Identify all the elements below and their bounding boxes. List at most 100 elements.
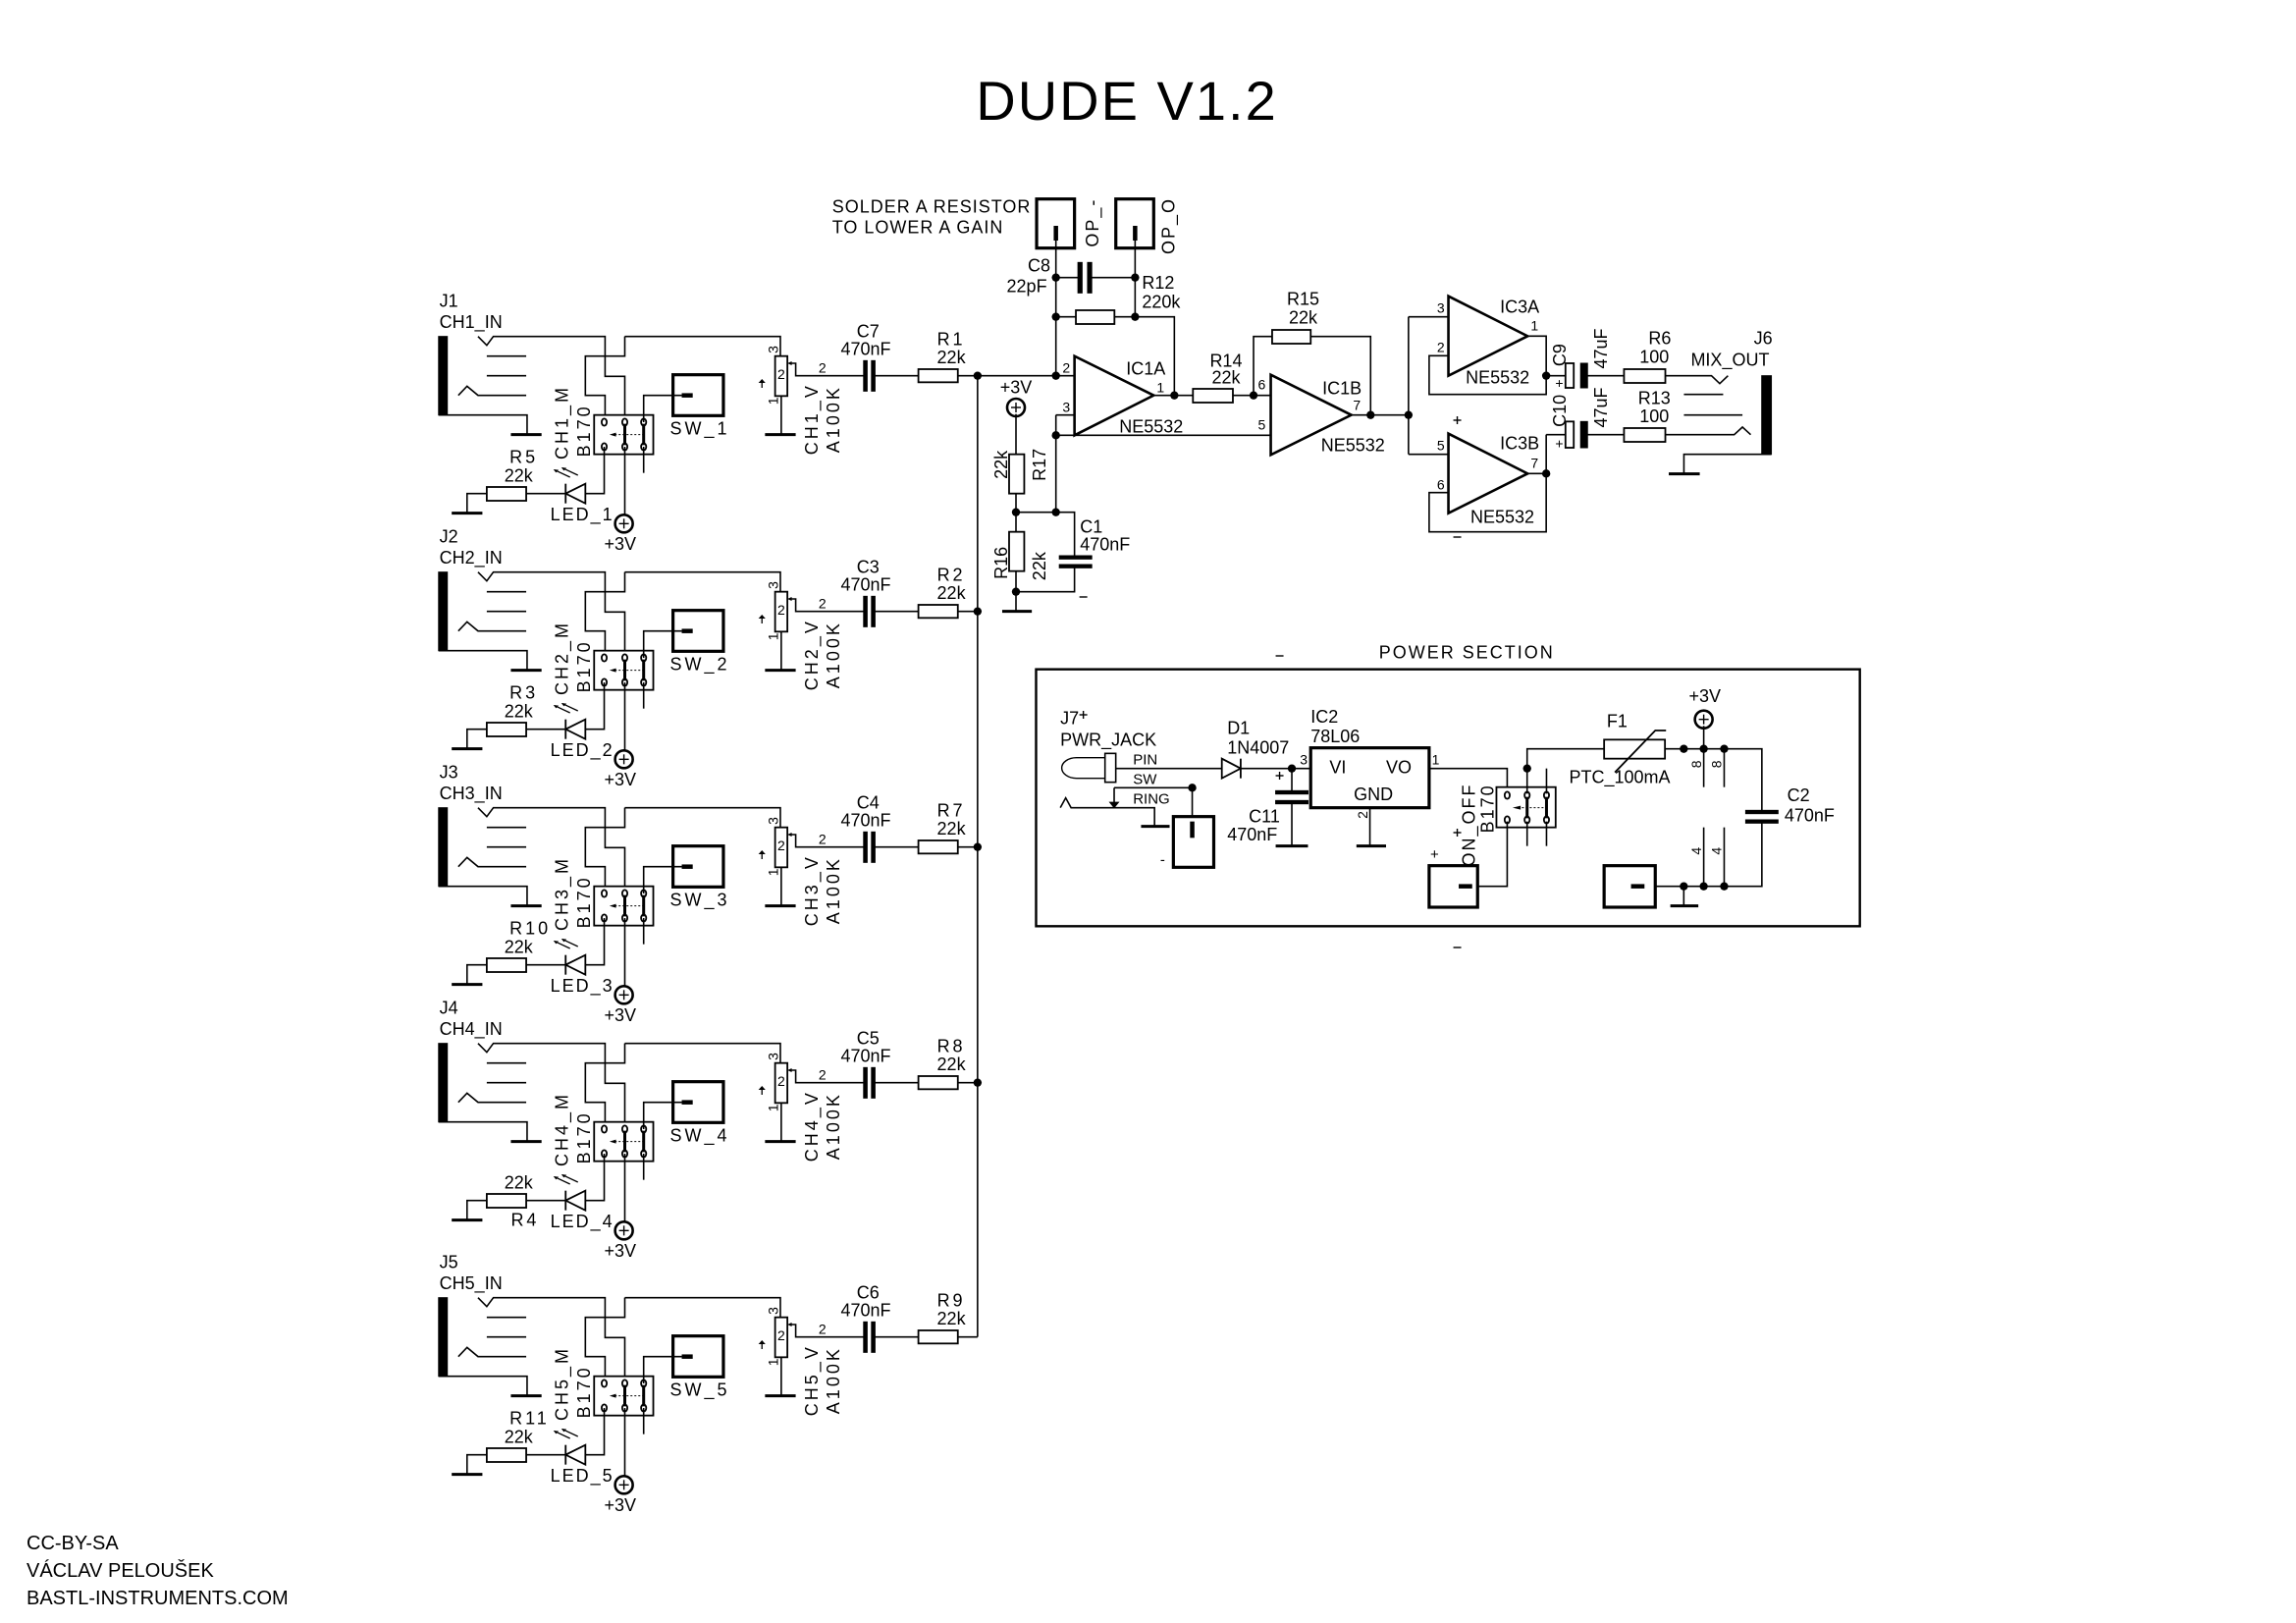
diode-value: 1N4007 [1227, 737, 1289, 757]
jack-ref: J7 [1060, 708, 1079, 728]
input-jack-body [438, 807, 449, 888]
switch-type: B170 [574, 1365, 594, 1418]
pin-number: 2 [777, 602, 785, 618]
pin-number: 1 [1530, 318, 1538, 334]
mix-resistor [917, 1329, 959, 1345]
arrow-up-icon [758, 1086, 766, 1090]
pin-number: 1 [766, 632, 781, 640]
opamp-ic3a [1447, 294, 1531, 378]
cap-ref: C3 [857, 557, 880, 576]
pin-number: 8 [1688, 760, 1704, 768]
pin-number: 3 [766, 1307, 781, 1315]
pin-number: 2 [819, 1321, 827, 1336]
resistor-ref: R12 [1142, 273, 1174, 293]
wire [642, 1101, 682, 1129]
cap-value: 470nF [1227, 825, 1277, 844]
switch-ref: ON_OFF [1460, 783, 1480, 866]
cap-value: 470nF [1080, 535, 1130, 555]
pin-number: 4 [1688, 847, 1704, 855]
feedback-resistor [1075, 309, 1116, 325]
cap-plate [871, 831, 876, 863]
junction-dot [1541, 469, 1551, 478]
resistor-r16 [1008, 530, 1026, 572]
mix-resistor [917, 1075, 959, 1091]
jack-contact [457, 1346, 527, 1358]
cap-plate [1058, 564, 1093, 568]
supply-label: +3V [1000, 378, 1033, 398]
jack-tip-wire [477, 1042, 626, 1129]
arrow-up-icon [758, 615, 766, 619]
opamp-part: NE5532 [1466, 368, 1529, 388]
pin-label: RING [1133, 790, 1170, 807]
polarity-mark: + [1555, 375, 1563, 391]
opamp-ref: IC3B [1500, 433, 1539, 453]
cap-ref: C7 [857, 321, 880, 341]
jack-label: PWR_JACK [1060, 730, 1156, 750]
cap-plate [863, 359, 868, 392]
terminal-pad [671, 609, 725, 653]
supply-label: +3V [605, 1495, 637, 1515]
cap-plate [871, 359, 876, 392]
jack-label: MIX_OUT [1690, 351, 1769, 371]
arrow-icon [553, 1176, 560, 1180]
cap-plate [1058, 555, 1093, 560]
wire [465, 728, 487, 749]
cap-ref: C8 [1028, 256, 1050, 276]
cap-value: 47uF [1591, 328, 1611, 368]
pin-label: VO [1386, 757, 1412, 777]
arrow-icon [553, 469, 560, 473]
arrow-left-icon [1512, 805, 1522, 810]
led-icon [563, 718, 587, 741]
pin-number: 2 [777, 366, 785, 382]
mix-resistor-ref: R7 [937, 801, 966, 821]
arrow-icon [553, 1431, 560, 1434]
power-section: POWER SECTIONJ7PWR_JACKPINSWRING-D11N400… [1035, 643, 1861, 928]
wire [1016, 568, 1076, 593]
resistor-ref: R10 [509, 919, 551, 939]
mix-resistor-ref: R2 [937, 566, 966, 585]
arrow-up-icon [758, 379, 766, 383]
pot-ref: CH4_V [802, 1090, 823, 1162]
jack-label: CH4_IN [440, 1019, 503, 1040]
resistor-r13 [1623, 427, 1667, 443]
jack-contact [457, 385, 527, 397]
wire [465, 963, 487, 985]
jack-label: CH2_IN [440, 548, 503, 568]
mute-switch-ref: CH5_M [552, 1346, 572, 1421]
switch-type: B170 [574, 404, 594, 457]
resistor-ref: R16 [991, 547, 1011, 579]
resistor-value: 22k [505, 1428, 534, 1447]
ptc-fuse [1603, 738, 1667, 760]
cap-ref: C1 [1080, 517, 1102, 537]
supply-label: +3V [1688, 686, 1721, 706]
regulator-ref: IC2 [1310, 707, 1338, 727]
arrow-icon [561, 1429, 567, 1433]
resistor-value: 22k [1211, 368, 1241, 388]
junction-dot [1699, 882, 1708, 891]
junction-dot [1051, 371, 1060, 380]
wire [584, 1297, 626, 1383]
cap-value: 22pF [1007, 276, 1047, 296]
wire [1665, 425, 1752, 436]
resistor-r17 [1008, 453, 1026, 495]
resistor-value: 22k [1030, 551, 1049, 580]
switch-terminal-label: SW_2 [669, 655, 729, 676]
jumper-label: OP_O [1158, 197, 1179, 254]
credit-license: CC-BY-SA [27, 1533, 119, 1554]
pot-value: A100K [824, 856, 843, 924]
jack-sleeve-wire [438, 413, 528, 435]
led-ref: LED_1 [551, 505, 614, 525]
pot-wiper [789, 1069, 864, 1084]
pin-number: 7 [1353, 397, 1361, 412]
junction-dot [1051, 273, 1060, 282]
junction-dot [1011, 587, 1021, 596]
wire [1428, 335, 1547, 396]
switch-pin [601, 889, 609, 898]
wire [642, 865, 682, 893]
terminal-sign: + [1430, 846, 1439, 863]
jack-contact [457, 856, 527, 868]
wire [584, 336, 626, 422]
